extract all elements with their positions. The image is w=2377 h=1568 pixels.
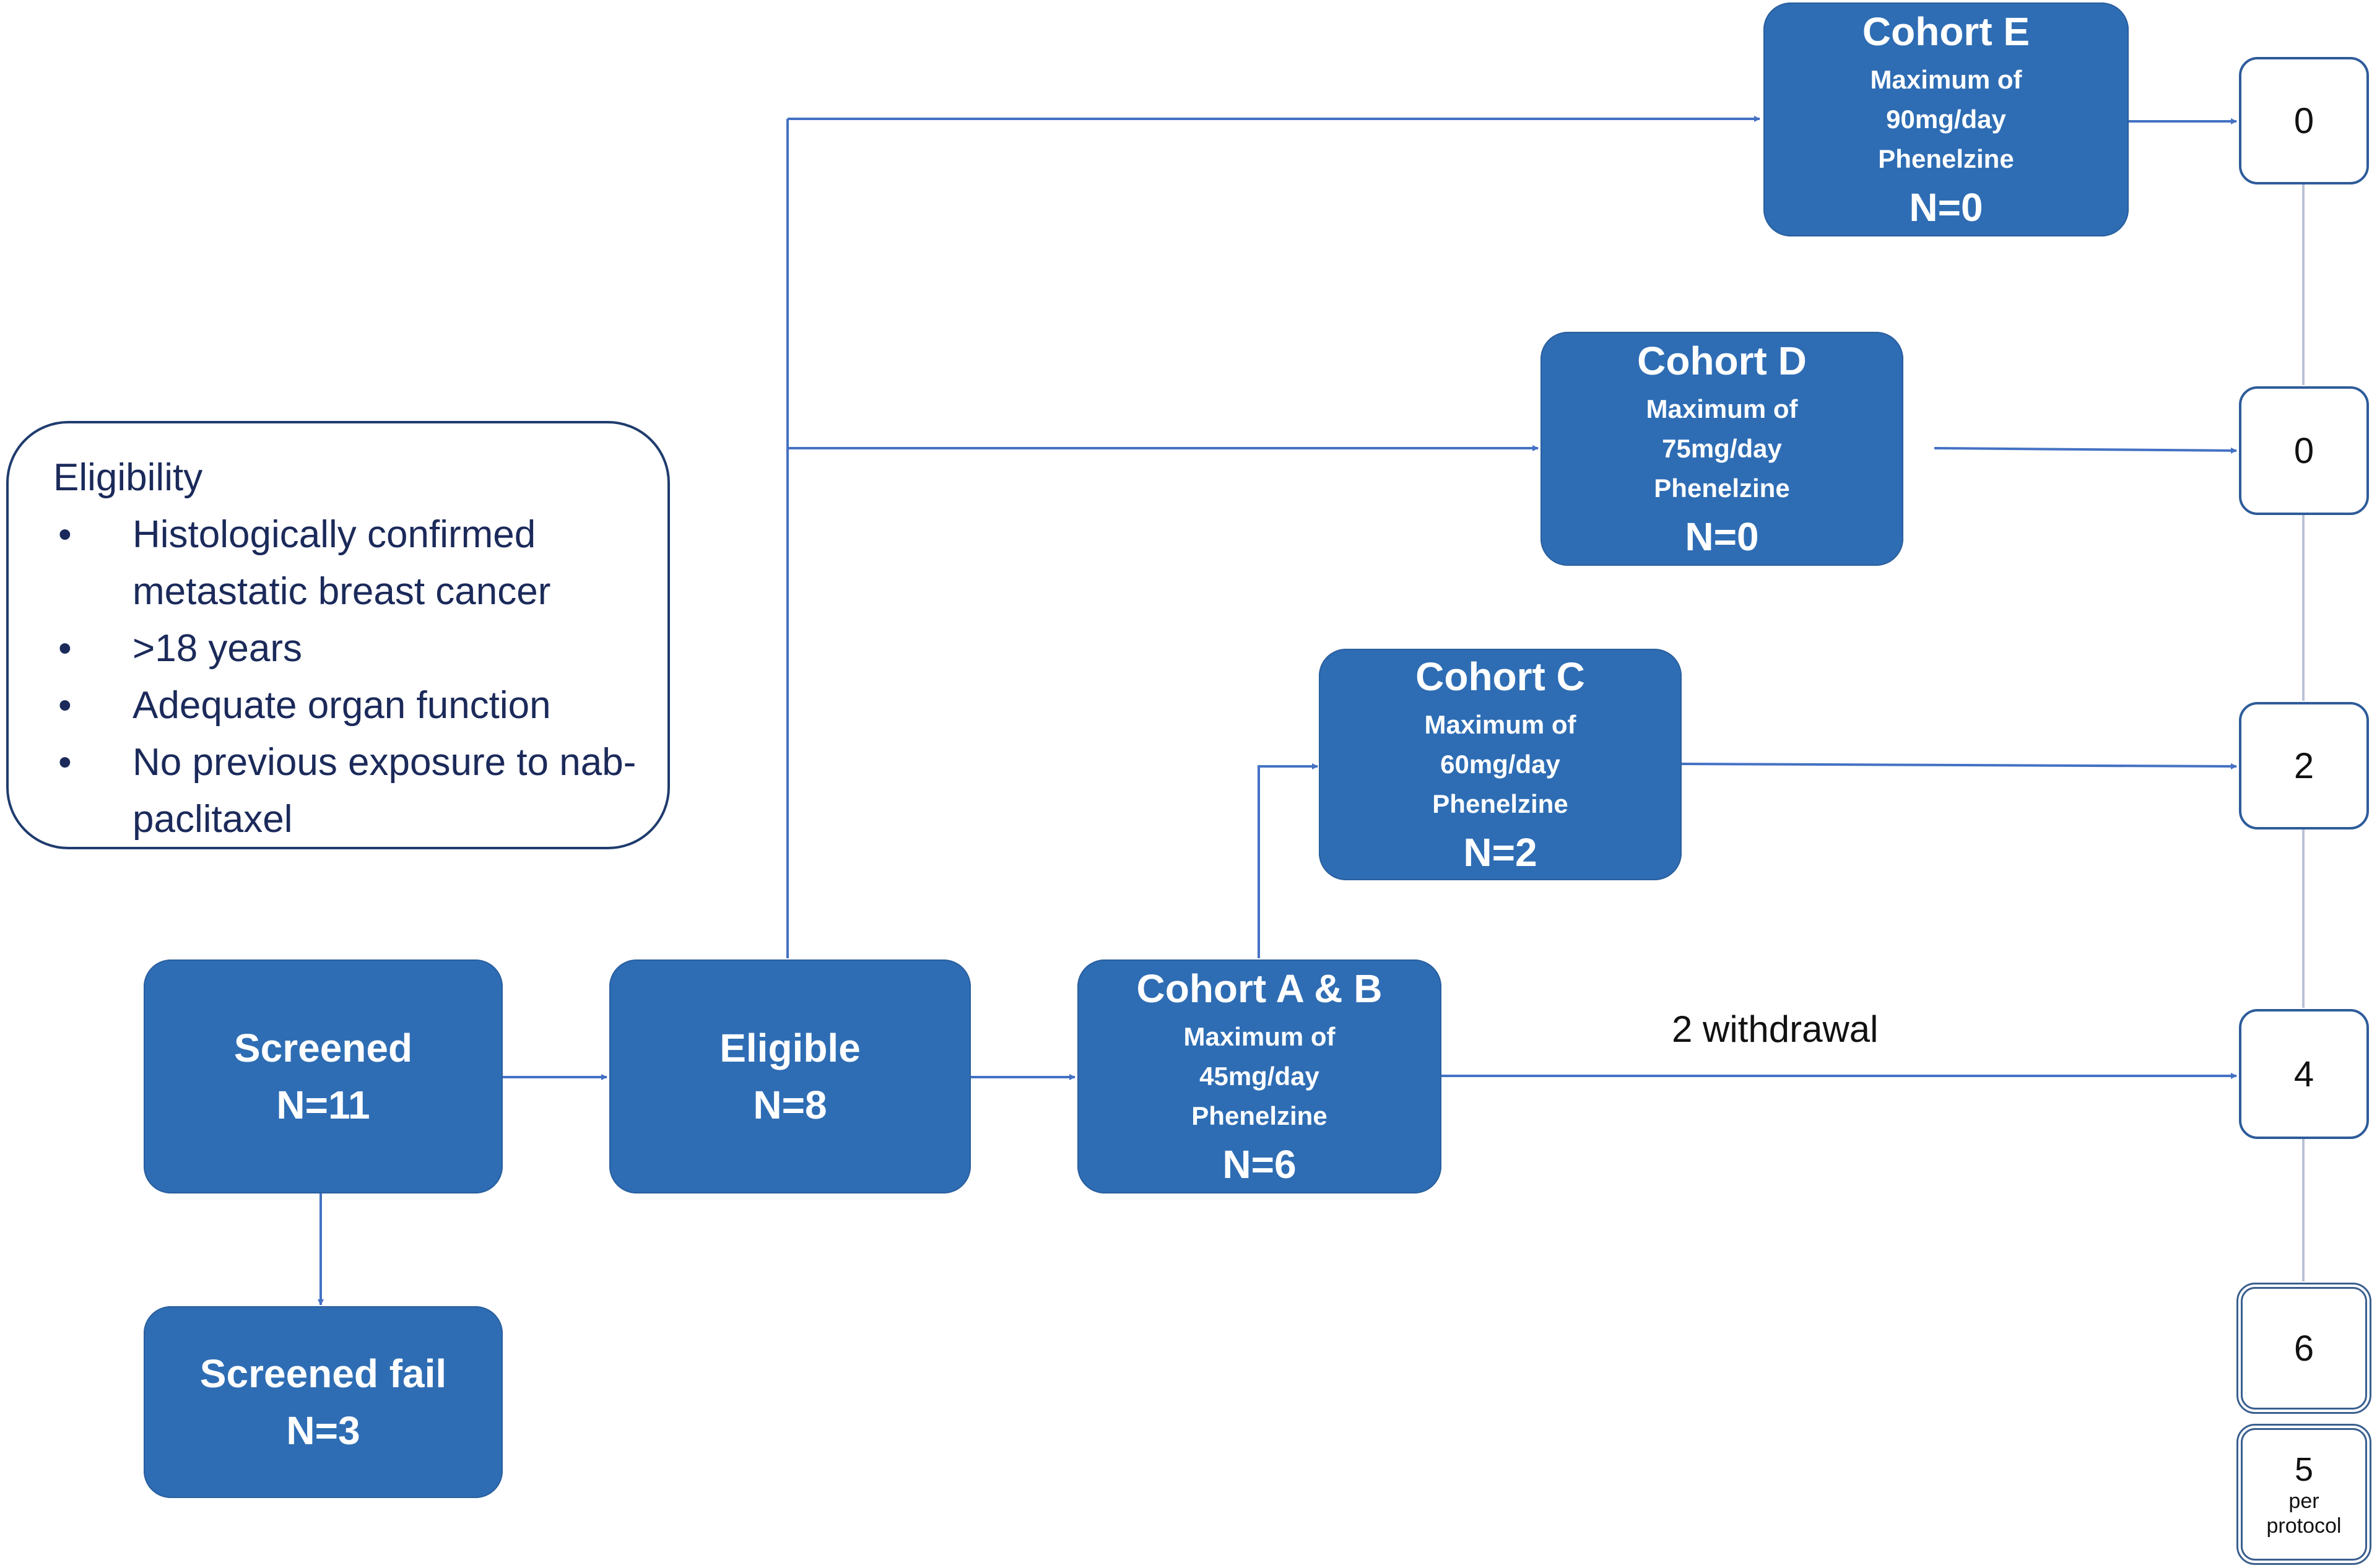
screened-count: N=11 xyxy=(276,1083,370,1127)
cohort-c-box: Cohort C Maximum of 60mg/day Phenelzine … xyxy=(1319,649,1682,880)
cohort-ab-title: Cohort A & B xyxy=(1136,966,1383,1011)
outcome-box-cohort-ab: 4 xyxy=(2239,1009,2369,1139)
withdrawal-label: 2 withdrawal xyxy=(1672,1008,1879,1050)
cohort-e-dose: 90mg/day xyxy=(1886,105,2006,134)
per-protocol-value: 5 xyxy=(2294,1451,2314,1488)
outcome-box-cohort-e: 0 xyxy=(2239,57,2369,184)
bullet-icon: • xyxy=(58,627,72,670)
cohort-ab-count: N=6 xyxy=(1222,1142,1297,1187)
eligibility-title: Eligibility xyxy=(53,456,203,499)
screened-fail-count: N=3 xyxy=(286,1408,360,1453)
cohort-e-drug: Phenelzine xyxy=(1878,144,2014,173)
cohort-d-drug: Phenelzine xyxy=(1654,474,1790,503)
cohort-d-box: Cohort D Maximum of 75mg/day Phenelzine … xyxy=(1540,332,1903,566)
cohort-d-line1: Maximum of xyxy=(1646,394,1798,423)
screened-label: Screened xyxy=(233,1026,413,1070)
cohort-e-count: N=0 xyxy=(1909,185,1983,230)
outcome-total-value: 6 xyxy=(2293,1328,2314,1369)
eligibility-list: •Histologically confirmed metastatic bre… xyxy=(53,506,643,848)
bullet-icon: • xyxy=(58,513,72,556)
cohort-ab-drug: Phenelzine xyxy=(1191,1101,1328,1130)
cohort-c-line1: Maximum of xyxy=(1424,710,1576,739)
eligibility-criterion: •Adequate organ function xyxy=(53,677,643,734)
outcome-value: 0 xyxy=(2293,100,2314,141)
outcome-box-per-protocol: 5 per protocol xyxy=(2236,1424,2371,1565)
outcome-box-total: 6 xyxy=(2236,1283,2371,1414)
per-protocol-label-line1: per xyxy=(2288,1489,2319,1513)
outcome-value: 4 xyxy=(2293,1054,2314,1094)
cohort-c-count: N=2 xyxy=(1463,830,1537,875)
arrow-cohort-ab-to-cohort-c xyxy=(1258,763,1318,958)
outcome-value: 0 xyxy=(2293,430,2314,471)
cohort-e-box: Cohort E Maximum of 90mg/day Phenelzine … xyxy=(1763,2,2129,236)
eligibility-criterion: •No previous exposure to nab-paclitaxel xyxy=(53,734,643,848)
eligibility-criterion: •Histologically confirmed metastatic bre… xyxy=(53,506,643,620)
bullet-icon: • xyxy=(58,684,72,727)
arrow-cohort-c-to-outcome xyxy=(1681,763,2237,769)
cohort-d-count: N=0 xyxy=(1685,514,1759,559)
eligibility-criterion: •>18 years xyxy=(53,620,643,677)
cohort-d-dose: 75mg/day xyxy=(1662,434,1782,463)
eligible-label: Eligible xyxy=(719,1026,861,1070)
cohort-ab-line1: Maximum of xyxy=(1183,1022,1336,1051)
screened-box: Screened N=11 xyxy=(144,959,503,1193)
cohort-c-title: Cohort C xyxy=(1415,654,1585,699)
per-protocol-label-line2: protocol xyxy=(2266,1514,2342,1538)
outcome-value: 2 xyxy=(2293,745,2314,786)
eligible-count: N=8 xyxy=(753,1083,827,1127)
outcome-box-cohort-c: 2 xyxy=(2239,702,2369,829)
cohort-e-line1: Maximum of xyxy=(1870,65,2022,94)
cohort-c-dose: 60mg/day xyxy=(1440,750,1560,779)
screened-fail-box: Screened fail N=3 xyxy=(144,1306,503,1498)
cohort-d-title: Cohort D xyxy=(1637,339,1807,383)
arrow-cohort-d-to-outcome xyxy=(1934,447,2237,454)
cohort-ab-box: Cohort A & B Maximum of 45mg/day Phenelz… xyxy=(1077,959,1441,1193)
screened-fail-label: Screened fail xyxy=(199,1351,447,1396)
cohort-e-title: Cohort E xyxy=(1862,9,2030,54)
bullet-icon: • xyxy=(58,741,72,784)
eligible-box: Eligible N=8 xyxy=(609,959,971,1193)
cohort-c-drug: Phenelzine xyxy=(1432,789,1568,818)
outcome-box-cohort-d: 0 xyxy=(2239,386,2369,515)
cohort-ab-dose: 45mg/day xyxy=(1199,1062,1319,1091)
eligibility-criteria-box: Eligibility •Histologically confirmed me… xyxy=(6,421,670,849)
